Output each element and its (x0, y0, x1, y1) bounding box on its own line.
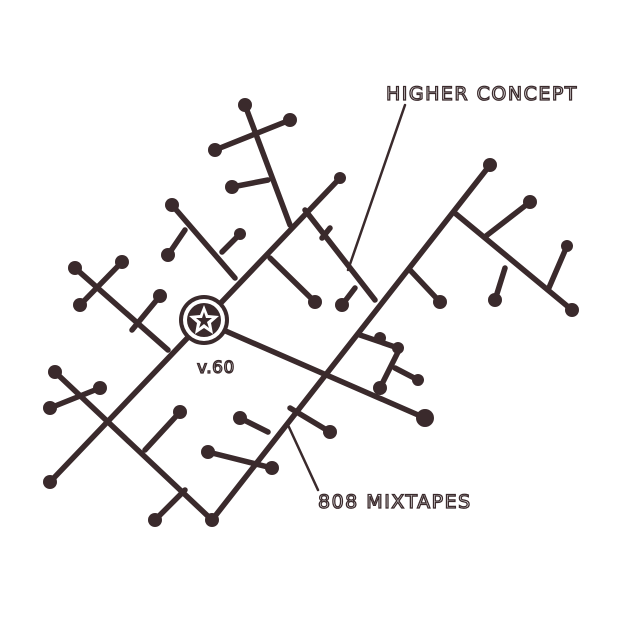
hub-star-in-circle-icon (179, 295, 229, 345)
branch-end-nodes (43, 98, 579, 527)
808-mixtapes-label: 808 MIXTAPES (318, 491, 472, 513)
version-label: v.60 (197, 358, 235, 378)
label-leader-lines (286, 103, 407, 492)
higher-concept-label: HIGHER CONCEPT (386, 83, 578, 105)
branch-lines (47, 102, 575, 523)
